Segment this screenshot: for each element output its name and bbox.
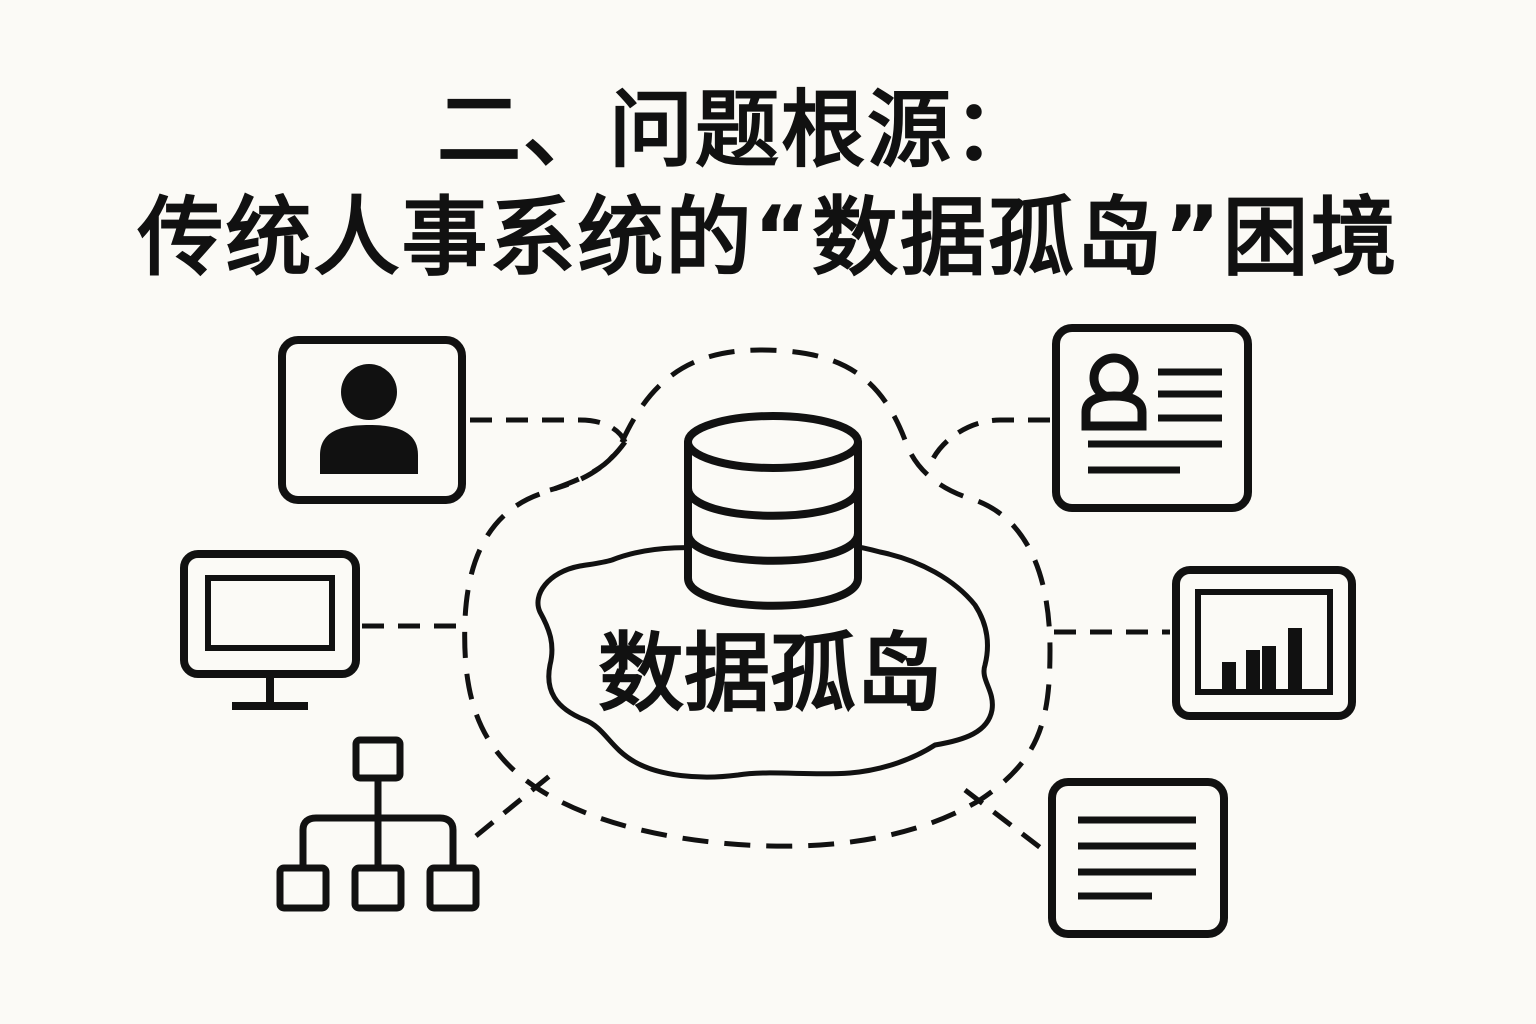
employee-node (278, 336, 466, 504)
page-title-line-2: 传统人事系统的“数据孤岛”困境 (137, 188, 1399, 288)
connector-employee-2 (549, 440, 628, 493)
database-icon (684, 412, 862, 610)
org-structure-node (276, 736, 480, 912)
data-silo-label: 数据孤岛 (598, 624, 942, 724)
document-icon (1078, 816, 1196, 900)
analytics-node (1172, 566, 1356, 720)
person-icon (320, 364, 418, 474)
computer-node (180, 550, 360, 710)
profile-node (1052, 324, 1252, 512)
org-chart-icon (276, 736, 480, 912)
connector-org (474, 772, 554, 838)
id-card-icon (1081, 353, 1222, 474)
page-title-line-1: 二、问题根源： (436, 81, 1039, 179)
connector-lines (362, 417, 1170, 854)
monitor-icon (180, 550, 360, 710)
connector-documents (963, 788, 1048, 854)
connector-profile (927, 417, 1050, 467)
documents-node (1048, 778, 1228, 938)
connector-employee (470, 417, 628, 444)
inner-cloud-shape (535, 539, 995, 780)
bar-chart-icon (1195, 589, 1333, 695)
